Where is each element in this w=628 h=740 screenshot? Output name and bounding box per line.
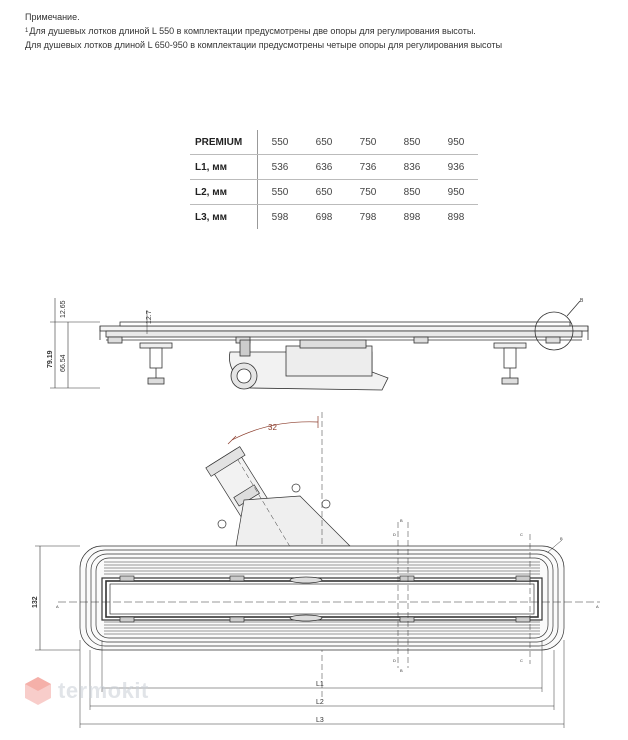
detail-mark-top-view: B (560, 536, 563, 541)
cell: 550 (257, 179, 302, 205)
cell: 750 (346, 179, 390, 205)
section-b-bottom: B (400, 668, 403, 673)
section-d-top: D (393, 532, 396, 537)
section-a-left: A (56, 604, 59, 609)
label-l1: L1 (316, 681, 324, 688)
section-a-right: A (596, 604, 599, 609)
cell: 936 (434, 154, 478, 180)
section-b-top: B (400, 518, 403, 523)
label-l3: L3 (316, 717, 324, 724)
cell: 536 (257, 154, 302, 180)
dim-total-height: 79.19 (47, 350, 54, 368)
cell: 550 (257, 130, 302, 155)
table-row: PREMIUM 550 650 750 850 950 (190, 130, 478, 155)
dim-width: 132 (32, 596, 39, 608)
cell: 750 (346, 130, 390, 155)
side-view-dimensions: 79.19 66.54 12.65 12.7 B (47, 298, 584, 372)
top-view (35, 412, 600, 728)
cell: 698 (315, 211, 333, 223)
cell: 898 (447, 211, 465, 223)
note-line-1: 1Для душевых лотков длиной L 550 в компл… (25, 26, 476, 36)
dim-lip: 12.7 (146, 310, 153, 324)
dim-angle: 32 (268, 423, 277, 432)
cell: 650 (302, 179, 346, 205)
cell: 798 (359, 211, 377, 223)
cell: 850 (390, 130, 434, 155)
cell: 836 (390, 154, 434, 180)
cell: 736 (346, 154, 390, 180)
table-row: L2, мм 550 650 750 850 950 (190, 179, 478, 205)
row-label: L2, мм (190, 179, 258, 205)
cell: 898 (403, 211, 421, 223)
dim-top: 12.65 (60, 300, 67, 318)
table-row: L1, мм 536 636 736 836 936 (190, 154, 478, 180)
logo-text: termokit (58, 678, 149, 703)
note-footnote-mark: 1 (25, 28, 29, 34)
section-c-top: C (520, 532, 523, 537)
note-title: Примечание. (25, 12, 80, 22)
termokit-logo: termokit (24, 676, 149, 706)
row-label: PREMIUM (190, 130, 258, 155)
note-line-2: Для душевых лотков длиной L 650-950 в ко… (25, 40, 503, 50)
table-row: L3, мм 598 698 798 898 898 (190, 204, 478, 229)
detail-mark: B (580, 298, 584, 304)
cell: 636 (302, 154, 346, 180)
cell: 598 (271, 211, 289, 223)
cell: 950 (434, 130, 478, 155)
dim-body-height: 66.54 (60, 354, 67, 372)
cell: 950 (434, 179, 478, 205)
section-d-bottom: D (393, 658, 396, 663)
section-c-bottom: C (520, 658, 523, 663)
spec-table: PREMIUM 550 650 750 850 950 L1, мм 536 6… (190, 130, 478, 229)
cell: 850 (390, 179, 434, 205)
top-view-dimensions: 32 132 L1 L2 L3 A A B D D B C C B (32, 423, 599, 724)
label-l2: L2 (316, 699, 324, 706)
logo-mark-icon (25, 677, 51, 705)
side-view (50, 298, 589, 391)
row-label: L1, мм (190, 154, 258, 180)
row-label: L3, мм (190, 204, 258, 229)
cell: 650 (302, 130, 346, 155)
note-block: Примечание. 1Для душевых лотков длиной L… (25, 10, 502, 52)
